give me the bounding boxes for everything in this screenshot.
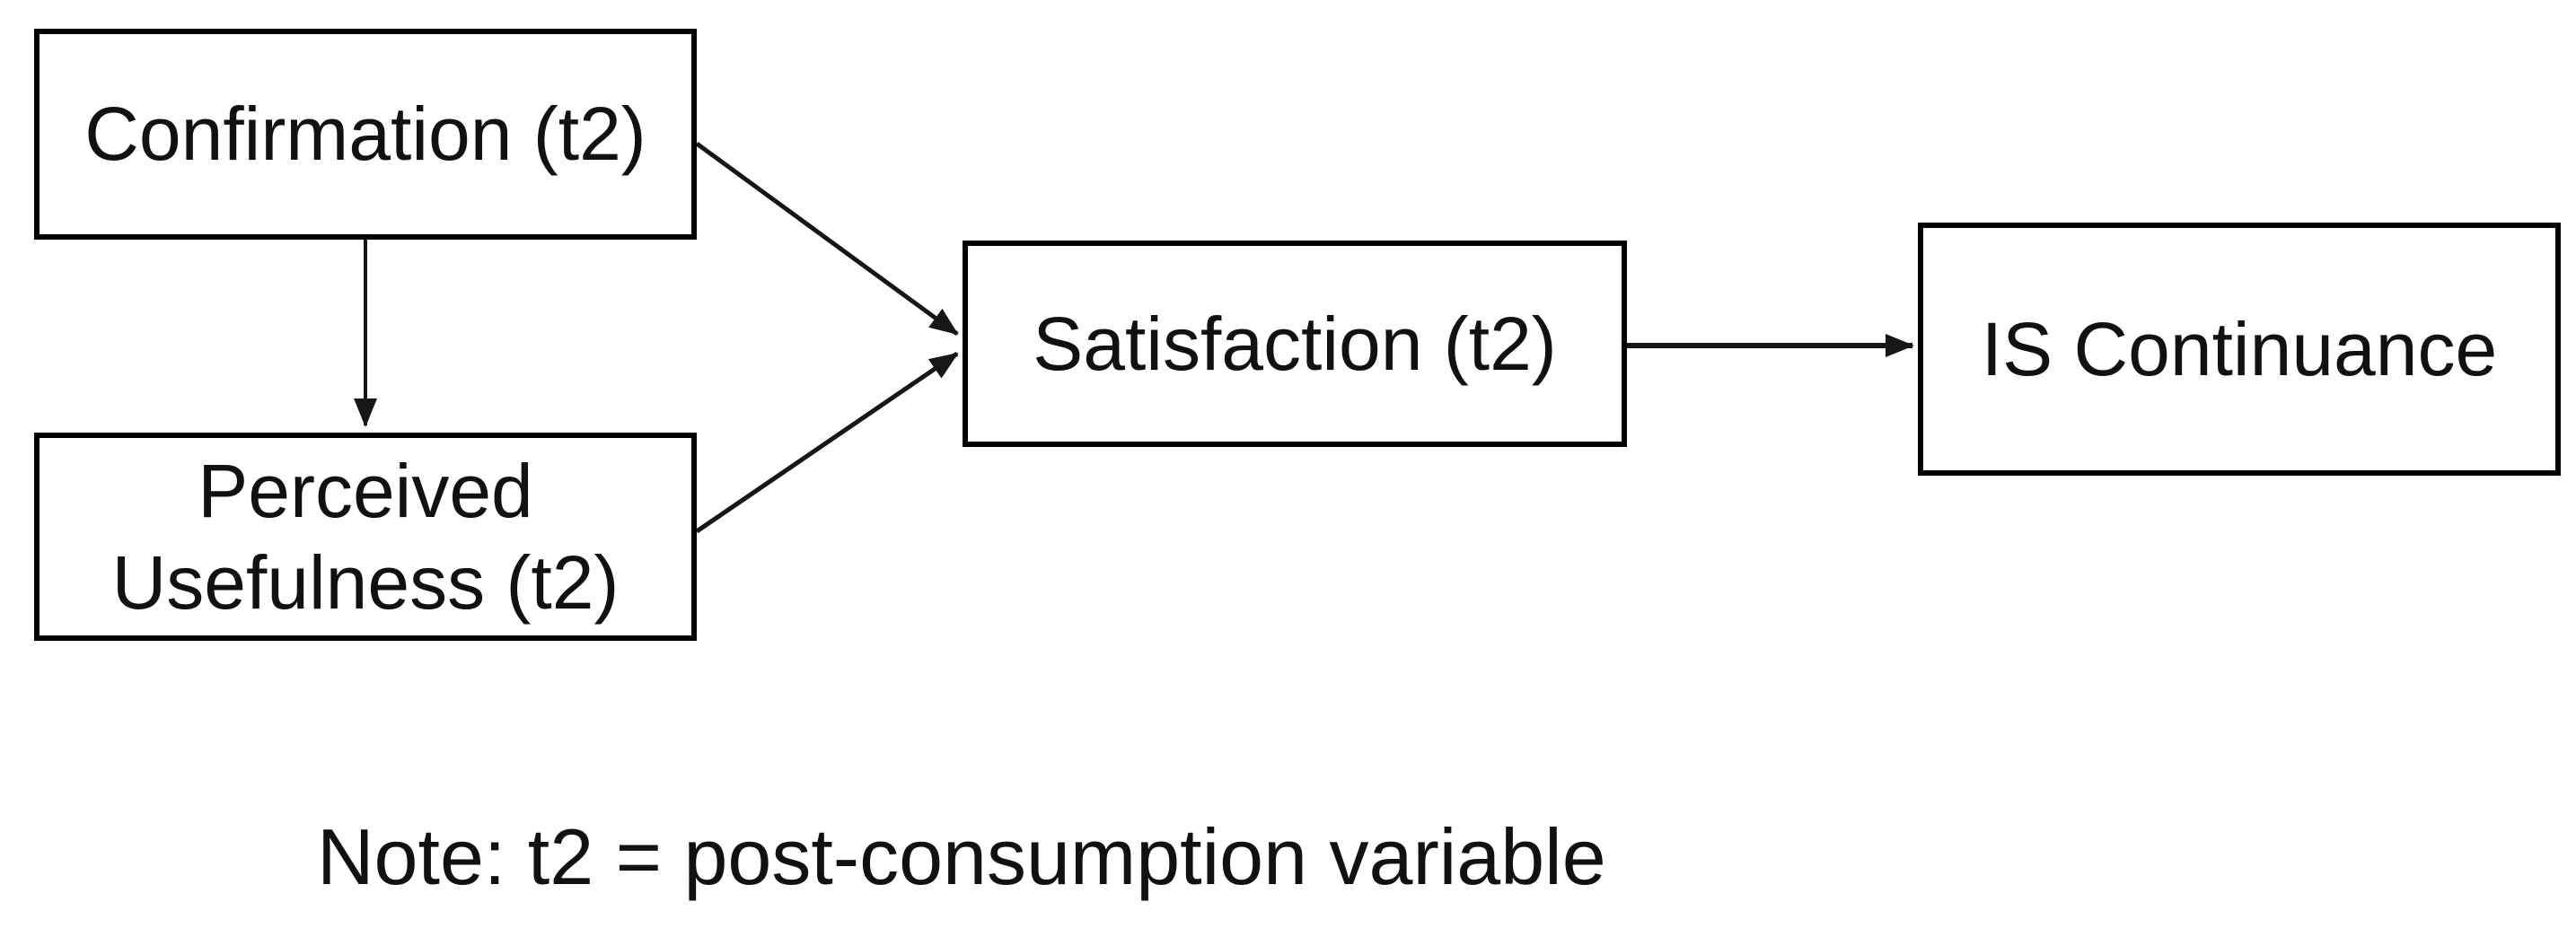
node-is-continuance: IS Continuance: [1918, 223, 2561, 476]
diagram-note: Note: t2 = post-consumption variable: [317, 812, 1606, 901]
node-perceived-usefulness: Perceived Usefulness (t2): [34, 433, 697, 641]
node-satisfaction: Satisfaction (t2): [963, 241, 1627, 447]
arrow-perceived-usefulness-to-satisfaction: [695, 351, 959, 534]
node-confirmation: Confirmation (t2): [34, 29, 697, 240]
arrow-confirmation-to-satisfaction: [695, 141, 959, 337]
